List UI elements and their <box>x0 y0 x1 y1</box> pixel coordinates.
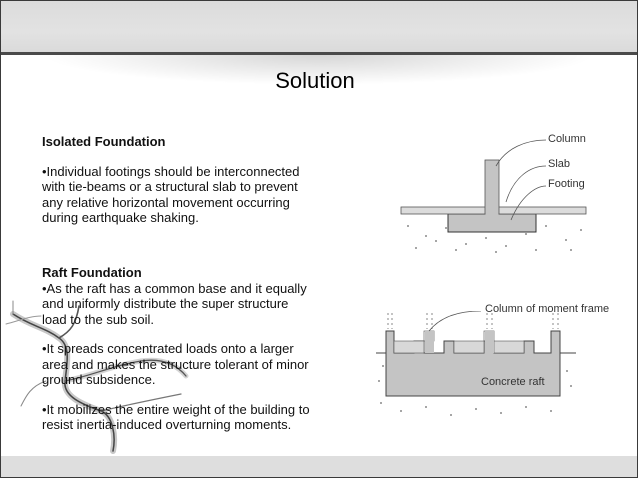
bullet-text: •It mobilizes the entire weight of the b… <box>42 401 310 433</box>
label-slab: Slab <box>548 158 571 170</box>
bullet-text: •It spreads concentrated loads onto a la… <box>42 341 309 387</box>
isolated-foundation-section: Isolated Foundation •Individual footings… <box>42 134 312 226</box>
label-column: Column <box>548 133 586 145</box>
header-divider <box>1 52 637 55</box>
raft-foundation-diagram <box>376 311 576 416</box>
bullet-text: •As the raft has a common base and it eq… <box>42 280 307 327</box>
footer-band <box>1 456 637 477</box>
slide-title: Solution <box>1 68 637 94</box>
section-heading: Isolated Foundation <box>42 134 166 149</box>
bullet-text: •Individual footings should be interconn… <box>42 163 300 226</box>
isolated-foundation-diagram <box>400 139 587 253</box>
header-band <box>1 1 637 53</box>
header-shadow <box>41 55 597 85</box>
label-concrete-raft: Concrete raft <box>481 376 545 388</box>
raft-foundation-section: Raft Foundation •As the raft has a commo… <box>42 265 312 433</box>
label-footing: Footing <box>548 178 585 190</box>
label-column-of-moment-frame: Column of moment frame <box>485 303 610 315</box>
section-heading: Raft Foundation <box>42 265 142 280</box>
crack-decoration-icon <box>5 300 189 454</box>
slide-title-text: Solution <box>275 68 355 93</box>
